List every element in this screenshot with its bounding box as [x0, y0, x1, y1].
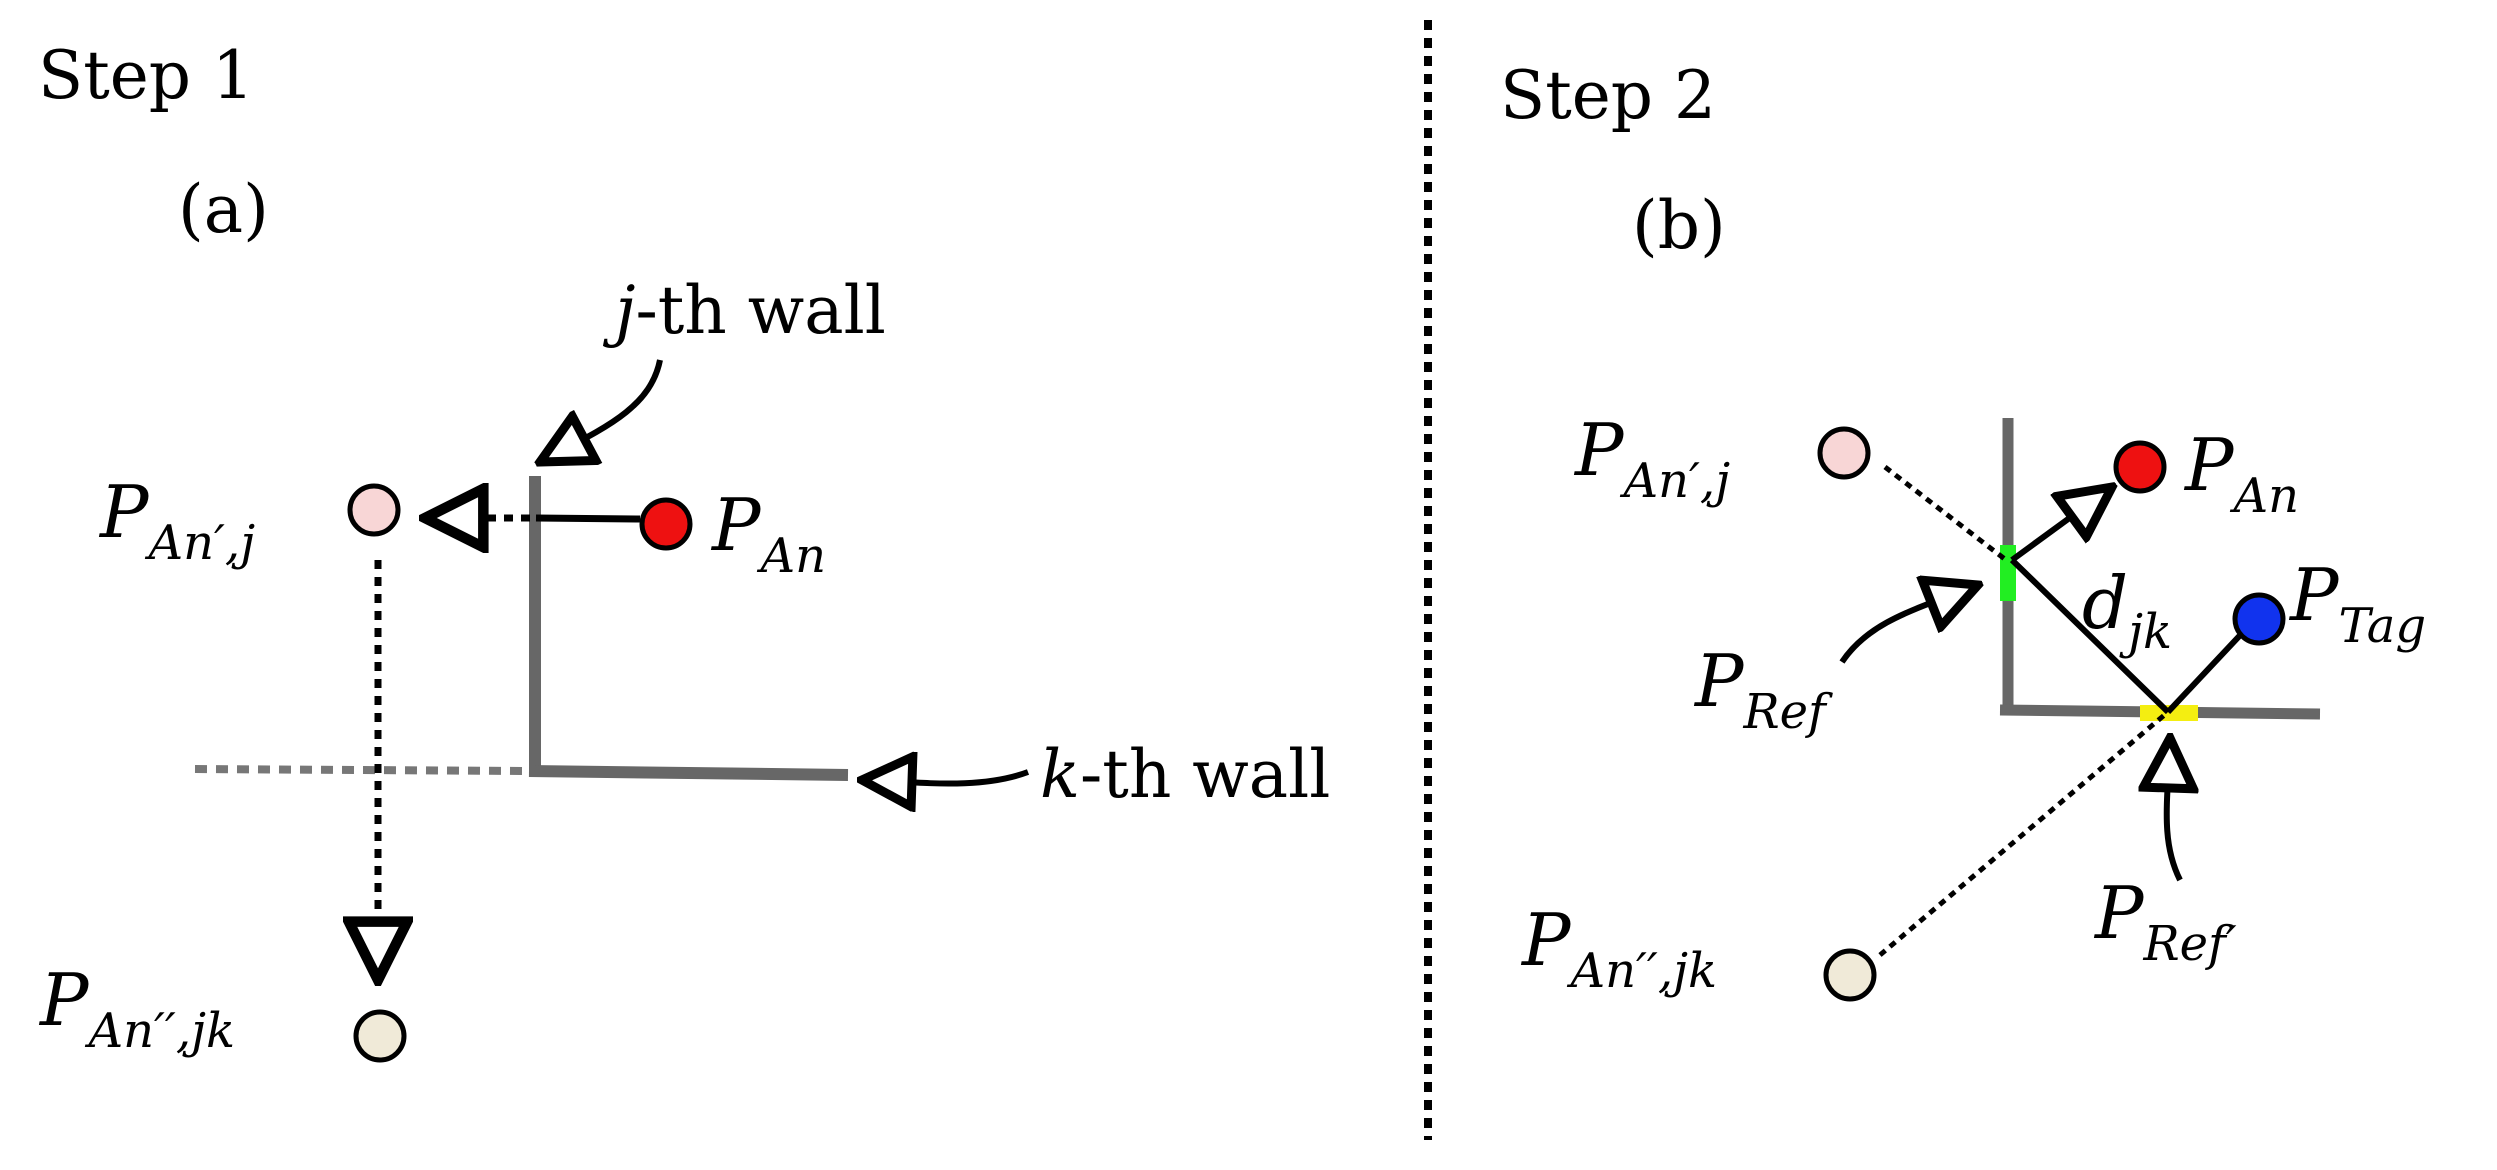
- k-wall-step1: [528, 765, 849, 781]
- label-p-tag: PTag: [2288, 553, 2426, 654]
- image-anchor-j-node: [347, 483, 401, 537]
- label-p-an-prime-j-step2: PAn′,j: [1573, 408, 1730, 509]
- path-ref-to-refprime: [2009, 557, 2171, 715]
- label-p-ref: PRef: [1693, 639, 1833, 740]
- step1-title: Step 1: [38, 37, 254, 114]
- image-anchor-jk-node-step2: [1823, 948, 1877, 1002]
- image-anchor-jk-node: [353, 1009, 407, 1063]
- path-ref-to-anchor: [2010, 487, 2112, 563]
- anchor-node: [639, 497, 693, 551]
- anchor-to-wall-line: [535, 514, 641, 523]
- p-ref-prime-callout-arrow: [2167, 738, 2180, 882]
- step2-panel: Step 2 (b) PAn′,j PAn PTag djk: [1500, 57, 2426, 1002]
- step1-panel-label: (a): [178, 171, 269, 248]
- anchor-node-step2: [2113, 440, 2167, 494]
- step2-panel-label: (b): [1632, 187, 1726, 264]
- ref-point-yellow: [2140, 705, 2198, 721]
- image-anchor-j-node-step2: [1817, 426, 1871, 480]
- ref-point-green: [2000, 545, 2016, 601]
- label-d-jk: djk: [2082, 561, 2172, 660]
- label-p-an-prime-j-step1: PAn′,j: [98, 470, 255, 571]
- k-wall-label: k-th wall: [1040, 736, 1330, 813]
- j-wall-label: j-th wall: [602, 272, 886, 349]
- dotted-line-image-jk: [1878, 710, 2170, 957]
- j-wall-callout-arrow: [540, 359, 663, 462]
- step2-title: Step 2: [1500, 57, 1716, 134]
- label-p-an-step2: PAn: [2183, 423, 2299, 524]
- label-p-an-step1: PAn: [710, 483, 826, 584]
- step1-panel: Step 1 (a) PAn′,j PAn PAn′′,jk j-th wall: [38, 37, 1330, 1063]
- label-p-an-dprime-jk-step2: PAn′′,jk: [1520, 898, 1717, 999]
- tag-node: [2232, 592, 2286, 646]
- label-p-an-dprime-jk-step1: PAn′′,jk: [38, 958, 235, 1059]
- label-p-ref-prime: PRef′: [2093, 871, 2237, 972]
- p-ref-callout-arrow: [1839, 585, 1978, 664]
- path-refprime-to-tag: [2165, 627, 2248, 715]
- k-wall-extension-dotted: [194, 765, 526, 775]
- k-wall-callout-arrow: [862, 772, 1030, 784]
- dotted-line-image-j: [1883, 465, 2008, 562]
